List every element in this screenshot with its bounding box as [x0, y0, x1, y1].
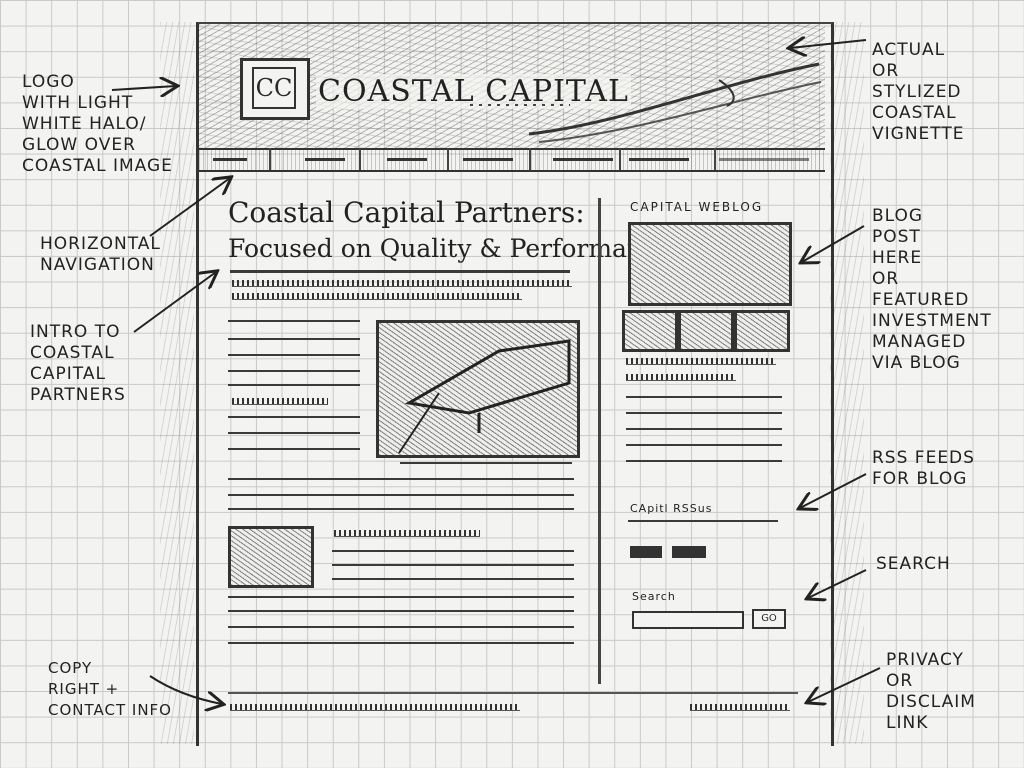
intro-headline: Coastal Capital Partners:: [228, 196, 585, 229]
logo[interactable]: CC: [240, 58, 310, 120]
teaser-text-line: [332, 550, 574, 552]
body-text-line: [228, 626, 574, 628]
nav-separator: [269, 148, 271, 170]
arrow-copyright: [149, 675, 222, 704]
search-input[interactable]: [632, 611, 744, 629]
annotation-intro: INTRO TO COASTAL CAPITAL PARTNERS: [30, 322, 126, 405]
intro-subheadline: Focused on Quality & Performance: [228, 234, 672, 263]
blog-text-line: [626, 396, 782, 398]
blog-image-hatching: [631, 225, 789, 303]
annotation-privacy: PRIVACY OR DISCLAIM LINK: [886, 650, 976, 733]
body-text-line: [228, 478, 574, 480]
thumb-hatching: [737, 313, 787, 349]
teaser-text-line: [332, 564, 574, 566]
horizontal-navigation: [199, 148, 825, 172]
body-link-scribble[interactable]: [232, 398, 328, 405]
blog-thumbnail-2[interactable]: [678, 310, 734, 352]
body-text-line: [228, 448, 360, 450]
blog-title[interactable]: CAPITAL WEBLOG: [630, 200, 764, 214]
blog-text-line: [626, 444, 782, 446]
blog-post-subheading-scribble: [626, 374, 736, 381]
nav-separator: [529, 148, 531, 170]
teaser-heading-scribble[interactable]: [334, 530, 480, 537]
nav-item-2[interactable]: [305, 158, 345, 161]
body-text-line: [228, 354, 360, 356]
intro-text-line: [232, 293, 522, 300]
blog-text-line: [626, 412, 782, 414]
body-text-line: [228, 642, 574, 644]
search-button[interactable]: GO: [752, 609, 786, 629]
rss-label[interactable]: CApitl RSSus: [630, 502, 713, 515]
arrow-vignette: [790, 40, 867, 48]
blog-thumbnail-3[interactable]: [734, 310, 790, 352]
nav-item-3[interactable]: [387, 158, 427, 161]
nav-item-6[interactable]: [629, 158, 689, 161]
logo-mark: CC: [252, 67, 296, 109]
wave-sketch: [528, 62, 822, 143]
arrow-navigation: [149, 178, 230, 237]
blog-post-heading-scribble[interactable]: [626, 358, 776, 365]
annotation-search: SEARCH: [876, 554, 951, 574]
annotation-navigation: HORIZONTAL NAVIGATION: [40, 234, 161, 275]
intro-image: [376, 320, 580, 458]
body-text-line: [228, 370, 360, 372]
page-frame: [196, 22, 834, 746]
blog-text-line: [626, 460, 782, 462]
nav-item-7[interactable]: [719, 158, 809, 161]
body-text-line: [228, 610, 574, 612]
image-sketch: [398, 339, 571, 454]
blog-post-image[interactable]: [628, 222, 792, 306]
body-text-line: [228, 320, 360, 322]
annotation-vignette: ACTUAL OR STYLIZED COASTAL VIGNETTE: [872, 40, 965, 144]
arrow-privacy: [808, 667, 881, 702]
annotation-blog: BLOG POST HERE or FEATURED INVESTMENT MA…: [872, 206, 992, 373]
intro-text-line: [232, 280, 572, 287]
thumbnail-hatching: [231, 529, 311, 585]
body-text-line: [228, 416, 360, 418]
brand-name: COASTAL CAPITAL: [316, 74, 631, 109]
blog-thumbnail-1[interactable]: [622, 310, 678, 352]
nav-separator: [714, 148, 716, 170]
arrow-rss: [800, 473, 867, 508]
brand-tagline-scribble: [470, 104, 570, 106]
nav-item-4[interactable]: [463, 158, 513, 161]
teaser-text-line: [332, 578, 574, 580]
rss-badge-2[interactable]: [672, 546, 706, 558]
blog-text-line: [626, 428, 782, 430]
body-text-line: [228, 596, 574, 598]
thumb-hatching: [681, 313, 731, 349]
footer-rule: [228, 692, 798, 694]
nav-separator: [619, 148, 621, 170]
body-text-line: [228, 338, 360, 340]
body-text-line: [228, 494, 574, 496]
image-caption-line: [400, 462, 572, 464]
arrow-logo: [111, 86, 176, 90]
nav-item-1[interactable]: [213, 158, 247, 161]
headline-underline: [230, 270, 570, 273]
arrow-blog: [802, 225, 865, 262]
nav-separator: [447, 148, 449, 170]
body-text-line: [228, 432, 360, 434]
column-divider: [598, 198, 601, 684]
thumb-hatching: [625, 313, 675, 349]
nav-item-5[interactable]: [553, 158, 613, 161]
copyright-contact-scribble[interactable]: [230, 704, 520, 711]
annotation-logo: LOGO WITH LIGHT WHITE HALO/ GLOW OVER CO…: [22, 72, 173, 176]
body-text-line: [228, 508, 574, 510]
annotation-copyright: COPY RIGHT + CONTACT INFO: [48, 659, 172, 719]
search-label: Search: [632, 590, 676, 603]
rss-badge-1[interactable]: [630, 546, 662, 558]
right-margin-hatching: [830, 22, 864, 744]
left-margin-hatching: [160, 22, 194, 744]
annotation-rss: RSS FEEDS FOR BLOG: [872, 448, 975, 489]
arrow-intro: [133, 272, 216, 333]
rss-underline: [628, 520, 778, 522]
teaser-thumbnail[interactable]: [228, 526, 314, 588]
privacy-link-scribble[interactable]: [690, 704, 790, 711]
nav-separator: [359, 148, 361, 170]
body-text-line: [228, 384, 360, 386]
arrow-search: [808, 569, 867, 598]
